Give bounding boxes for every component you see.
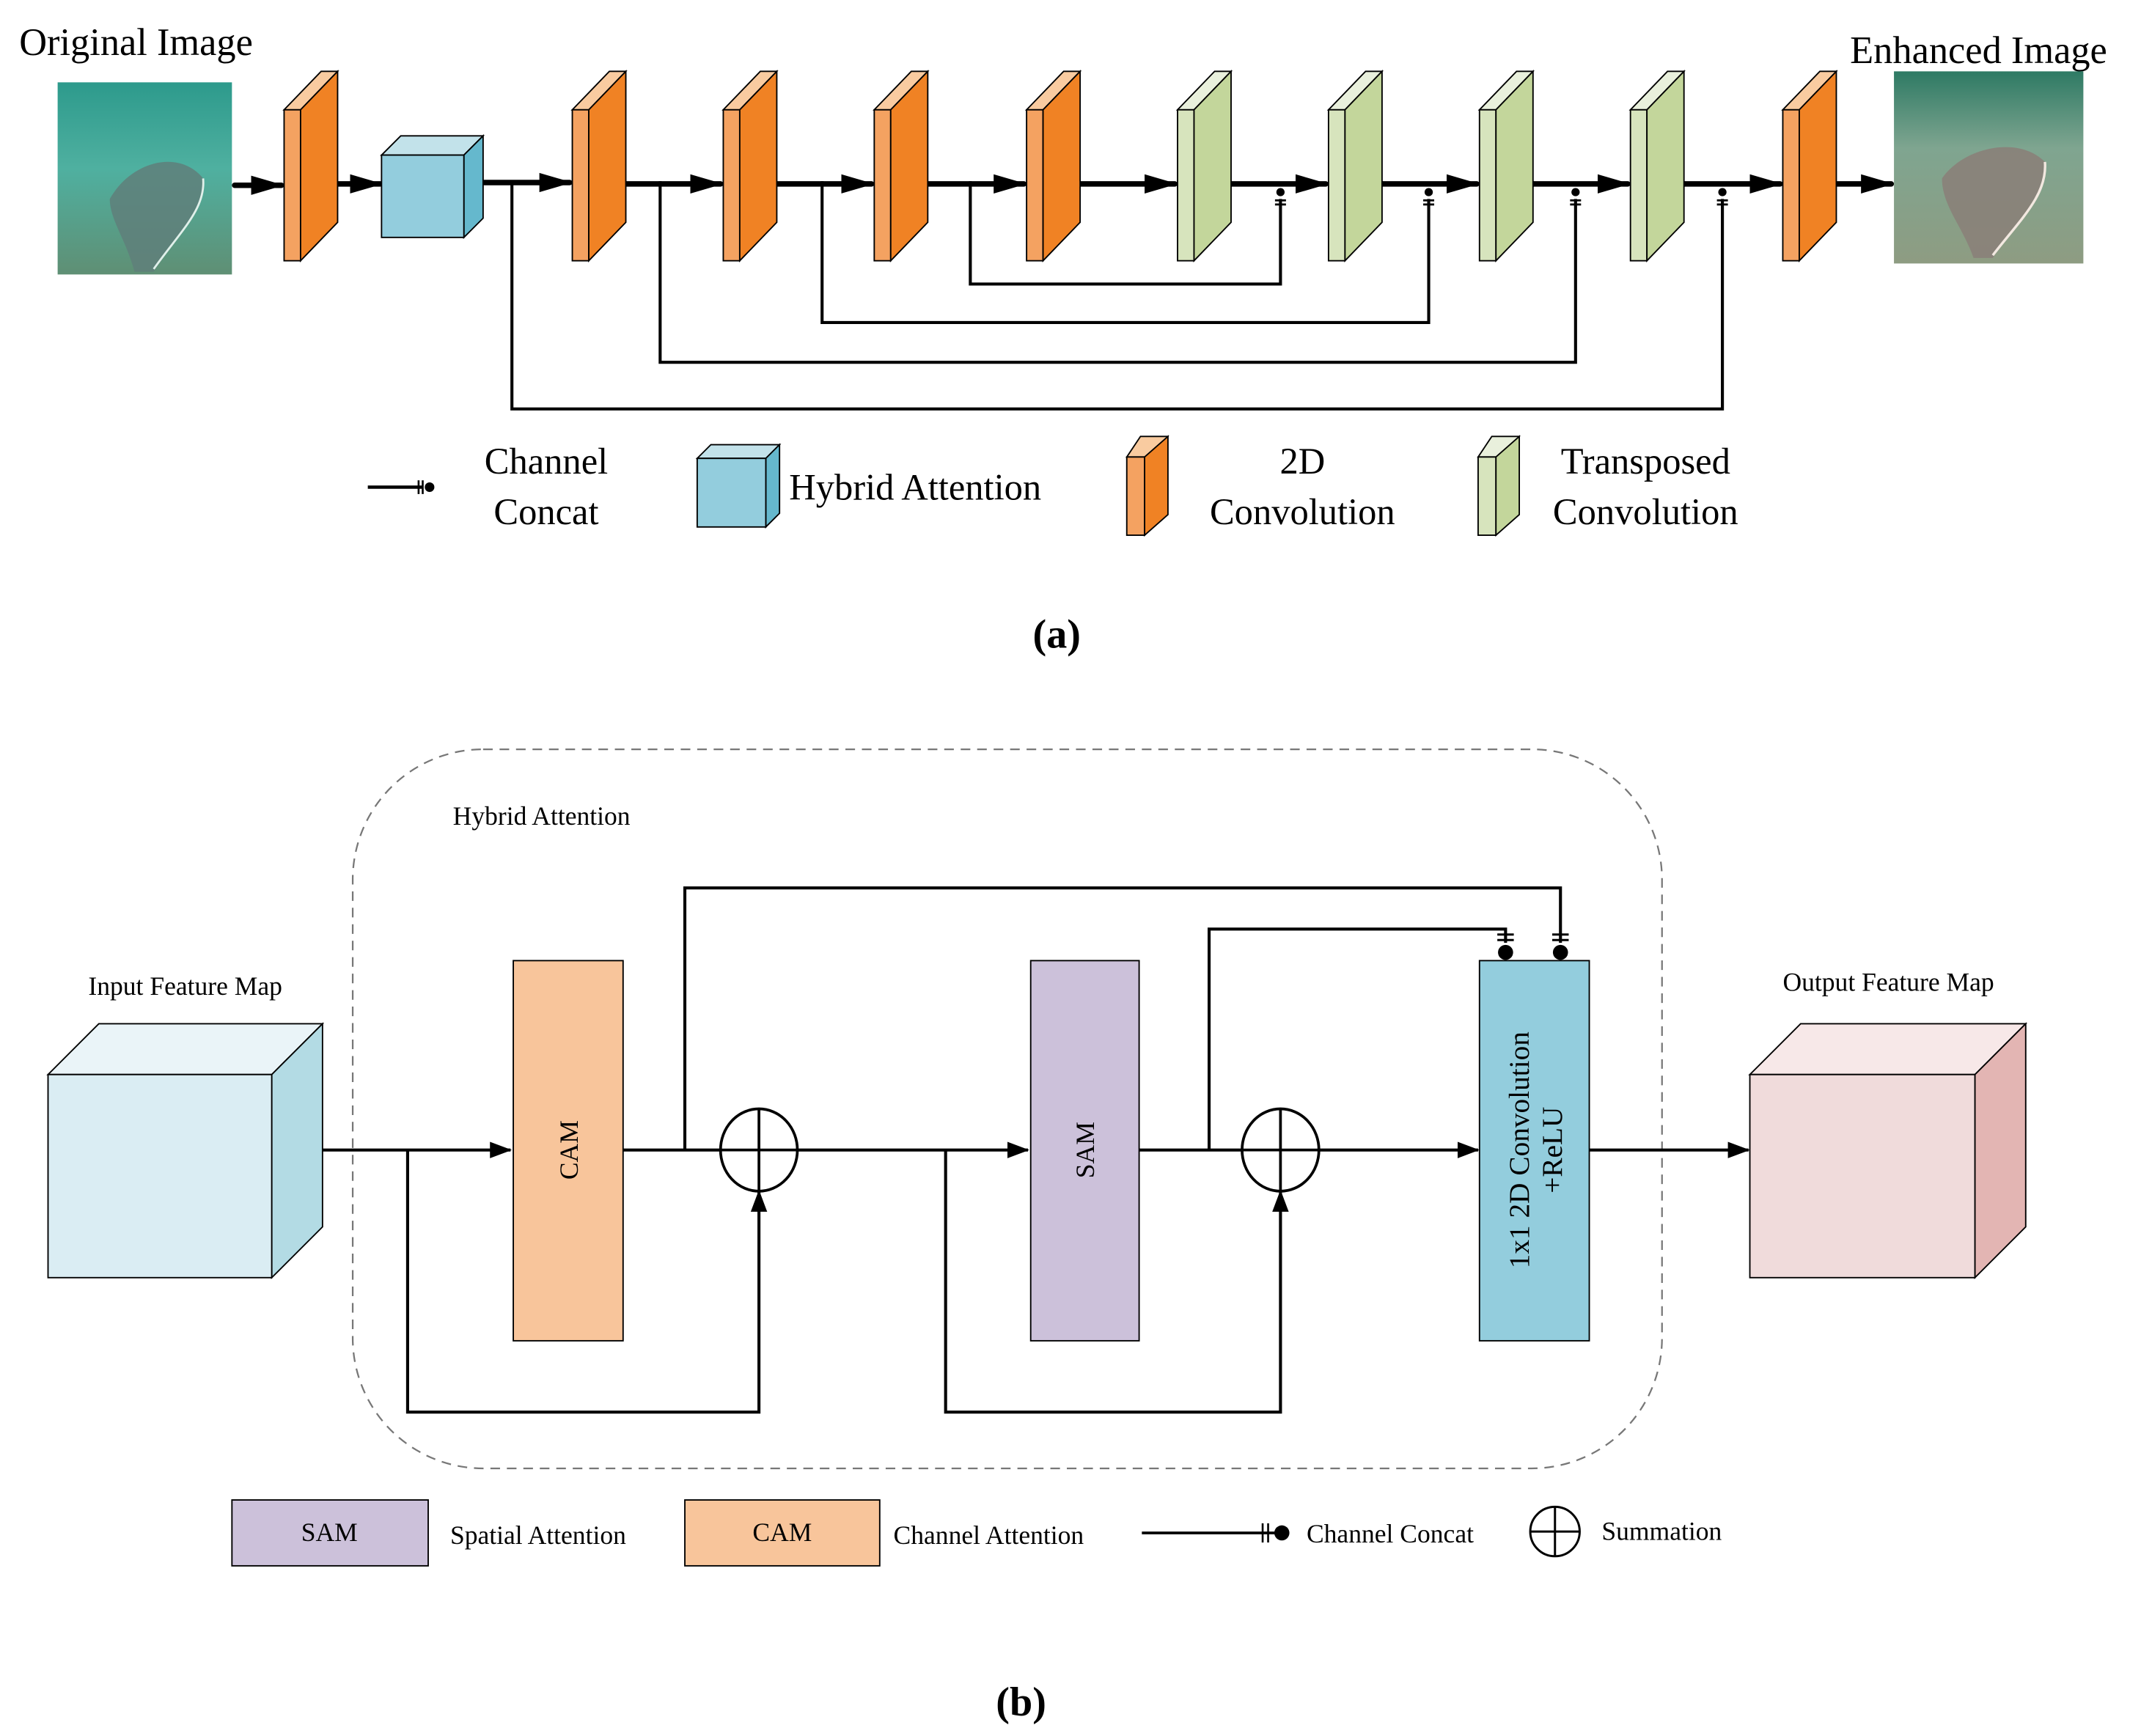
concat-marker [1274, 188, 1286, 206]
legend-concat-symbol [367, 480, 435, 494]
legend-tconv-line1: Transposed [1561, 441, 1730, 482]
summation-node [719, 1107, 799, 1193]
caption-b: (b) [996, 1680, 1046, 1725]
pipeline-blocks [282, 70, 1838, 262]
skip-connection-4 [510, 181, 1725, 411]
sam-block: SAM [1029, 960, 1140, 1342]
conv-block [1024, 70, 1082, 262]
legend-concat-line2: Concat [493, 491, 598, 532]
hybrid-attention-group-label: Hybrid Attention [453, 801, 631, 831]
wires-b [322, 886, 1750, 1414]
legend-sam-box [231, 1499, 429, 1567]
conv1x1-label-line1: 1x1 2D Convolution [1503, 1031, 1535, 1268]
concat-connection-cam [683, 886, 1562, 1150]
skip-connection-3 [658, 181, 1577, 364]
legend-concat-symbol [1142, 1523, 1290, 1543]
cam-label: CAM [554, 1120, 584, 1180]
legend-conv-line2: Convolution [1210, 491, 1395, 532]
hybrid-attention-block [380, 134, 485, 240]
output-feature-map [1748, 1022, 2028, 1280]
input-feature-map [46, 1022, 325, 1280]
legend-conv-line1: 2D [1279, 441, 1325, 482]
legend-sam-box-label: SAM [301, 1518, 358, 1547]
transposed-conv-block [1477, 70, 1535, 262]
conv-block [282, 70, 339, 262]
main-path [232, 172, 1895, 195]
legend-conv-icon [1125, 435, 1169, 537]
legend-hybrid-attention-label: Hybrid Attention [789, 466, 1041, 507]
legend-cam-box-label: CAM [752, 1518, 812, 1547]
conv-block [570, 70, 628, 262]
conv-block [1781, 70, 1838, 262]
concat-marker [1423, 188, 1435, 206]
sam-label: SAM [1070, 1122, 1100, 1178]
transposed-conv-block [1628, 70, 1686, 262]
hybrid-attention-group [351, 748, 1663, 1470]
cam-block: CAM [513, 960, 624, 1342]
figure-b: Hybrid Attention Input Feature Map Outpu… [46, 748, 2028, 1725]
legend-cam-text: Channel Attention [894, 1520, 1084, 1550]
legend-transposed-conv-icon [1477, 435, 1521, 537]
conv-block [873, 70, 930, 262]
legend-sam-text: Spatial Attention [450, 1520, 626, 1550]
legend-summation-icon [1529, 1505, 1581, 1558]
legend-tconv-line2: Convolution [1553, 491, 1738, 532]
enhanced-image-label: Enhanced Image [1850, 29, 2107, 72]
conv-block [721, 70, 779, 262]
transposed-conv-block [1175, 70, 1233, 262]
residual-connection-1 [405, 1150, 768, 1414]
skip-connection-1 [969, 181, 1282, 286]
legend-sum-text: Summation [1601, 1516, 1722, 1545]
legend-a: Channel Concat Hybrid Attention 2D Convo… [367, 435, 1738, 537]
concat-connection-sam [1207, 927, 1507, 1150]
input-feature-map-label: Input Feature Map [88, 971, 282, 1001]
legend-hybrid-attention-icon [695, 443, 782, 529]
original-image [57, 82, 232, 275]
legend-concat-text: Channel Concat [1307, 1519, 1474, 1548]
concat-marker [1552, 933, 1569, 960]
legend-concat-line1: Channel [485, 441, 608, 482]
concat-marker [1497, 933, 1514, 960]
legend-cam-box [684, 1499, 881, 1567]
skip-connections [510, 181, 1728, 411]
conv1x1-label-line2: +ReLU [1536, 1107, 1568, 1194]
transposed-conv-block [1326, 70, 1384, 262]
legend-b: SAM Spatial Attention CAM Channel Attent… [231, 1499, 1722, 1567]
enhanced-image [1894, 71, 2084, 264]
caption-a: (a) [1033, 612, 1081, 658]
concat-marker [1716, 188, 1728, 206]
summation-node [1241, 1107, 1321, 1193]
skip-connection-2 [820, 181, 1431, 324]
residual-connection-2 [944, 1150, 1289, 1414]
figure-a: Original Image Enhanced Image [19, 21, 2107, 658]
original-image-label: Original Image [19, 21, 253, 64]
concat-marker [1570, 188, 1582, 206]
conv1x1-relu-block: 1x1 2D Convolution +ReLU [1478, 960, 1590, 1342]
output-feature-map-label: Output Feature Map [1782, 968, 1994, 997]
